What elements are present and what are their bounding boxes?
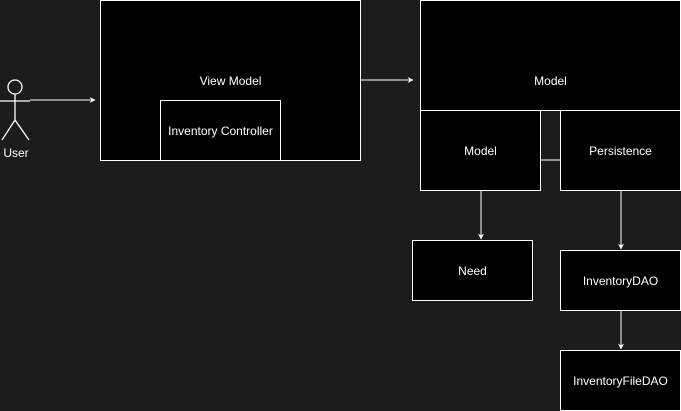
view-model-label: View Model bbox=[199, 74, 262, 88]
inventorydao-label: InventoryDAO bbox=[582, 273, 659, 288]
model-container-node: Model bbox=[420, 0, 681, 111]
persistence-label: Persistence bbox=[589, 143, 652, 158]
inventory-controller-node: Inventory Controller bbox=[160, 100, 281, 161]
model-label: Model bbox=[464, 143, 497, 158]
model-container-label: Model bbox=[534, 74, 567, 88]
inventoryfiledao-node: InventoryFileDAO bbox=[560, 350, 681, 411]
need-node: Need bbox=[412, 240, 533, 301]
inventoryfiledao-label: InventoryFileDAO bbox=[573, 373, 668, 388]
user-actor-icon bbox=[0, 79, 30, 141]
user-actor-label: User bbox=[3, 146, 29, 160]
inventory-controller-label: Inventory Controller bbox=[168, 123, 273, 138]
model-node: Model bbox=[420, 110, 541, 191]
need-label: Need bbox=[458, 263, 487, 278]
inventorydao-node: InventoryDAO bbox=[560, 250, 681, 311]
persistence-node: Persistence bbox=[560, 110, 681, 191]
